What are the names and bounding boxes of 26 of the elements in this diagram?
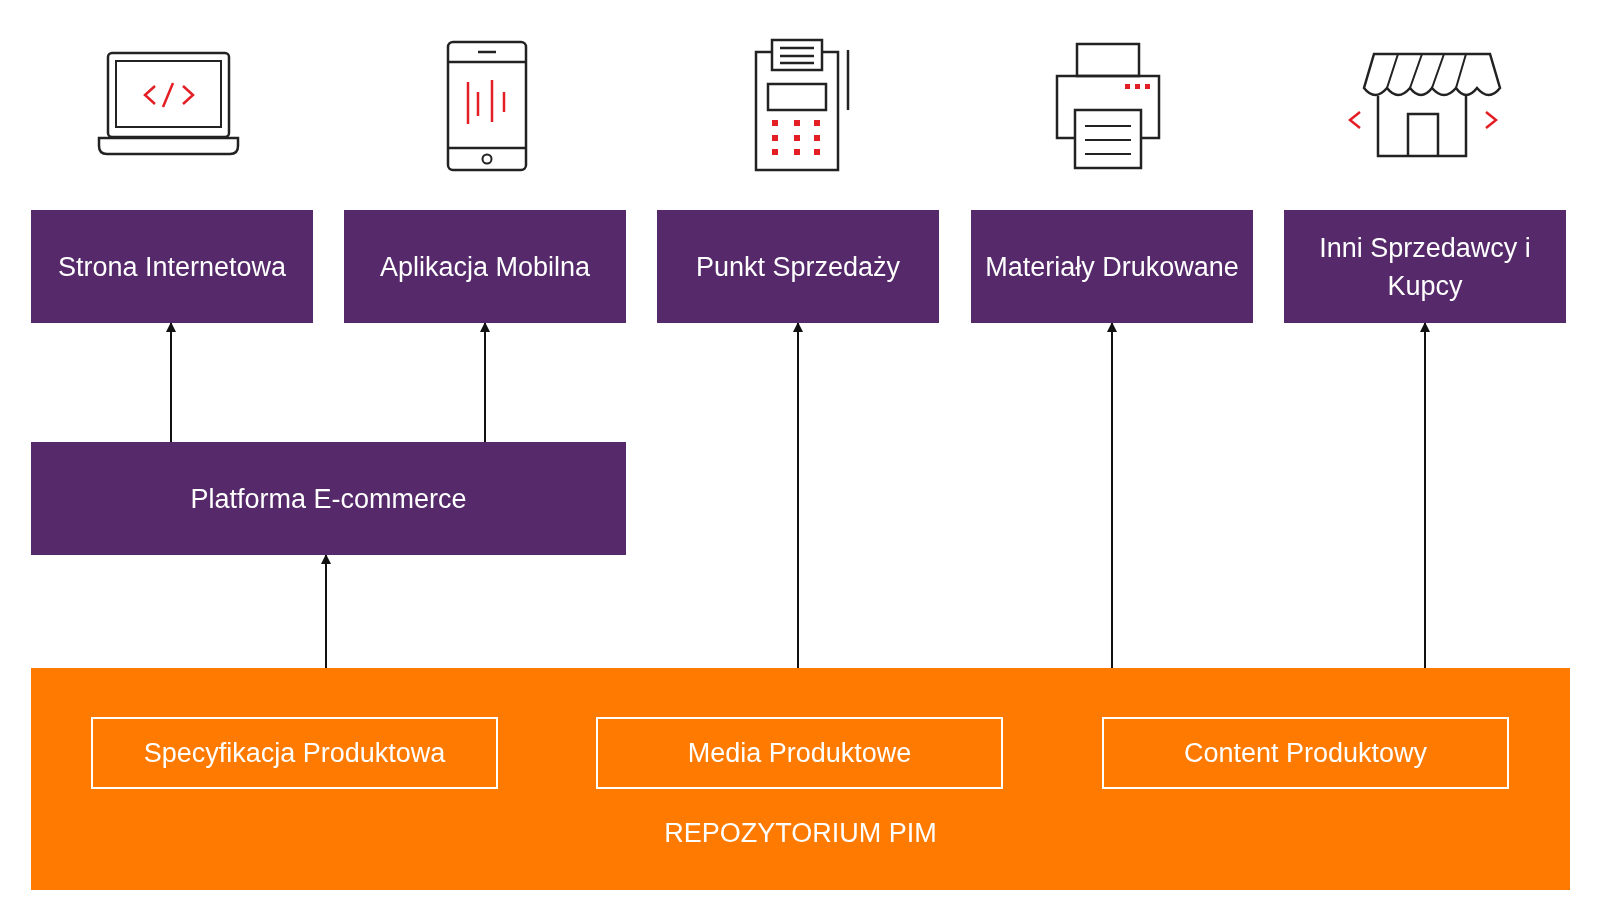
channel-box [971,210,1253,323]
content-box [91,717,498,789]
channel-box [344,210,626,323]
box-label: Media Produktowe [687,737,912,769]
arrow [793,322,803,669]
box-label: Strona Internetowa [57,250,287,284]
box-label: Specyfikacja Produktowa [143,737,446,769]
repository-panel [31,668,1570,890]
channel-box [1284,210,1566,323]
content-box [1102,717,1509,789]
channel-box [657,210,939,323]
box-label: Punkt Sprzedaży [695,250,901,284]
arrow [321,554,331,669]
channel-box [31,210,313,323]
box-label: Content Produktowy [1183,737,1428,769]
box-label: Inni Sprzedawcy i Kupcy [1318,231,1532,303]
channel-box [31,442,626,555]
box-label: Platforma E-commerce [190,482,467,516]
box-label: Aplikacja Mobilna [379,250,591,284]
panel-title: REPOZYTORIUM PIM [663,818,938,849]
arrow [1420,322,1430,669]
arrow [480,322,490,443]
content-box [596,717,1003,789]
arrow [166,322,176,443]
box-label: Materiały Drukowane [985,250,1239,284]
arrow [1107,322,1117,669]
